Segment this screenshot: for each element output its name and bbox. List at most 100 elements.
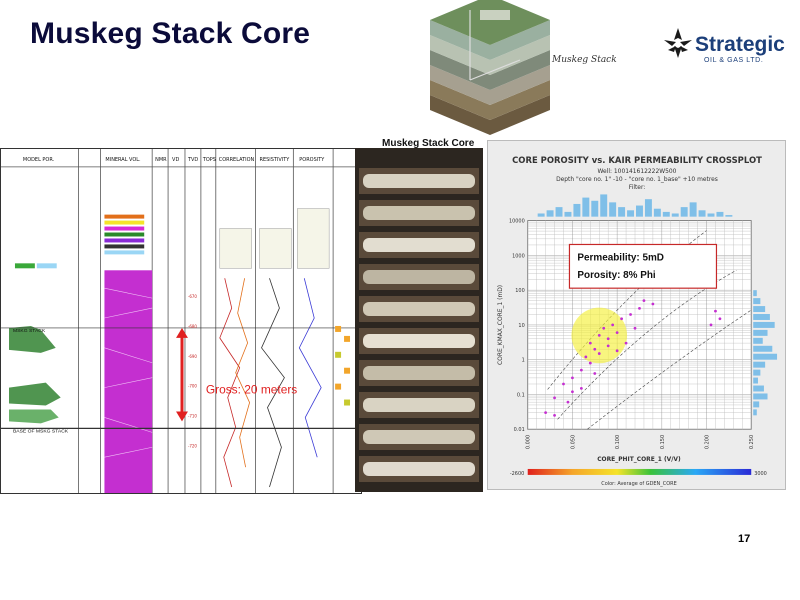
data-point xyxy=(566,400,570,404)
data-point xyxy=(638,306,641,310)
histogram-bar xyxy=(753,345,773,352)
callout-porosity: Porosity: 8% Phi xyxy=(577,270,656,281)
data-point xyxy=(602,326,606,330)
histogram-bar xyxy=(600,194,608,217)
gross-annotation: Gross: 20 meters xyxy=(206,383,297,397)
colorbar xyxy=(527,468,752,475)
header-nmr: NMR xyxy=(155,157,167,163)
x-tick-label: 0.200 xyxy=(705,435,711,449)
y-tick-label: 1000 xyxy=(512,253,525,259)
histogram-bar xyxy=(753,314,770,320)
data-point xyxy=(597,352,601,355)
depth-label: -720 xyxy=(188,443,197,448)
histogram-bar xyxy=(582,197,590,217)
histogram-bar xyxy=(753,409,757,416)
histogram-bar xyxy=(537,213,545,217)
data-point xyxy=(584,355,588,359)
histogram-bar xyxy=(753,337,763,344)
colorbar-max: 3000 xyxy=(754,471,767,477)
block-diagram-label: Muskeg Stack xyxy=(552,55,617,65)
histogram-bar xyxy=(618,207,626,217)
data-point xyxy=(593,372,597,375)
header-mineral-vol: MINERAL VOL. xyxy=(105,157,141,163)
colorbar-min: -2600 xyxy=(510,471,524,477)
colorbar-label: Color: Average of GDEN_CORE xyxy=(601,481,676,487)
histogram-bar xyxy=(653,208,661,217)
data-point xyxy=(718,317,722,321)
histogram-bar xyxy=(689,202,697,217)
data-point xyxy=(651,302,655,306)
histogram-bar xyxy=(627,210,635,217)
histogram-bar xyxy=(753,393,768,400)
y-tick-label: 1 xyxy=(522,358,525,364)
header-tops: TOPS xyxy=(202,157,216,163)
histogram-bar xyxy=(753,369,761,376)
marker-base: BASE OF MSKG STACK xyxy=(13,428,69,434)
histogram-bar xyxy=(609,202,617,217)
data-point xyxy=(709,323,713,327)
crossplot-depth: Depth "core no. 1" -10 - "core no. 1_bas… xyxy=(556,176,718,183)
depth-label: -680 xyxy=(188,324,197,329)
histogram-bar xyxy=(680,207,688,217)
histogram-bar xyxy=(564,211,572,217)
histogram-bar xyxy=(753,353,778,360)
histogram-bar xyxy=(753,321,775,328)
histogram-bar xyxy=(555,207,563,217)
depth-label: -670 xyxy=(188,294,197,299)
data-point xyxy=(606,337,610,341)
histogram-bar xyxy=(644,199,652,217)
crossplot-chart: CORE POROSITY vs. KAIR PERMEABILITY CROS… xyxy=(487,140,786,490)
core-sample xyxy=(363,302,475,316)
histogram-bar xyxy=(753,401,760,408)
crossplot-well: Well: 100141612222W500 xyxy=(598,168,677,175)
data-point xyxy=(571,376,574,380)
core-sample xyxy=(363,334,475,348)
core-sample xyxy=(363,238,475,252)
header-correlation: CORRELATION xyxy=(219,157,255,163)
data-point xyxy=(597,334,601,337)
data-point xyxy=(624,341,628,345)
y-tick-label: 100 xyxy=(515,288,524,294)
x-tick-label: 0.150 xyxy=(660,435,666,449)
data-point xyxy=(571,390,574,394)
histogram-bar xyxy=(636,205,643,217)
histogram-bar xyxy=(753,290,757,297)
logo-icon xyxy=(664,28,692,58)
logo-name: Strategic xyxy=(695,33,785,56)
data-point xyxy=(544,411,548,415)
logo-subtitle: OIL & GAS LTD. xyxy=(704,57,764,64)
data-point xyxy=(633,326,637,330)
core-photos-title: Muskeg Stack Core xyxy=(382,138,475,149)
data-point xyxy=(588,341,592,345)
core-sample xyxy=(363,366,475,380)
histogram-bar xyxy=(573,203,581,217)
core-photos-image xyxy=(355,148,483,492)
histogram-bar xyxy=(753,298,761,305)
depth-label: -710 xyxy=(188,413,197,418)
x-tick-label: 0.000 xyxy=(526,435,532,449)
core-sample xyxy=(363,270,475,284)
y-axis-label: CORE_KMAX_CORE_1 (mD) xyxy=(497,285,504,365)
core-sample xyxy=(363,398,475,412)
histogram-bar xyxy=(671,213,679,217)
crossplot-filter: Filter: xyxy=(629,184,646,191)
callout-permeability: Permeability: 5mD xyxy=(577,252,664,263)
data-point xyxy=(611,323,615,327)
histogram-bar xyxy=(546,210,554,217)
histogram-bar xyxy=(753,306,766,313)
histogram-bar xyxy=(753,329,768,336)
data-point xyxy=(579,368,583,372)
histogram-bar xyxy=(725,215,733,217)
callout-box xyxy=(568,243,718,289)
header-vd: VD xyxy=(172,157,179,163)
block-diagram-image xyxy=(430,0,550,135)
histogram-bar xyxy=(662,211,670,217)
slide-title: Muskeg Stack Core xyxy=(30,17,311,50)
data-point xyxy=(562,382,565,386)
y-tick-label: 10 xyxy=(518,323,524,329)
core-sample xyxy=(363,430,475,444)
x-tick-label: 0.250 xyxy=(749,435,755,449)
data-point xyxy=(714,309,717,313)
header-model-por: MODEL POR. xyxy=(23,157,55,163)
histogram-bar xyxy=(753,377,758,384)
